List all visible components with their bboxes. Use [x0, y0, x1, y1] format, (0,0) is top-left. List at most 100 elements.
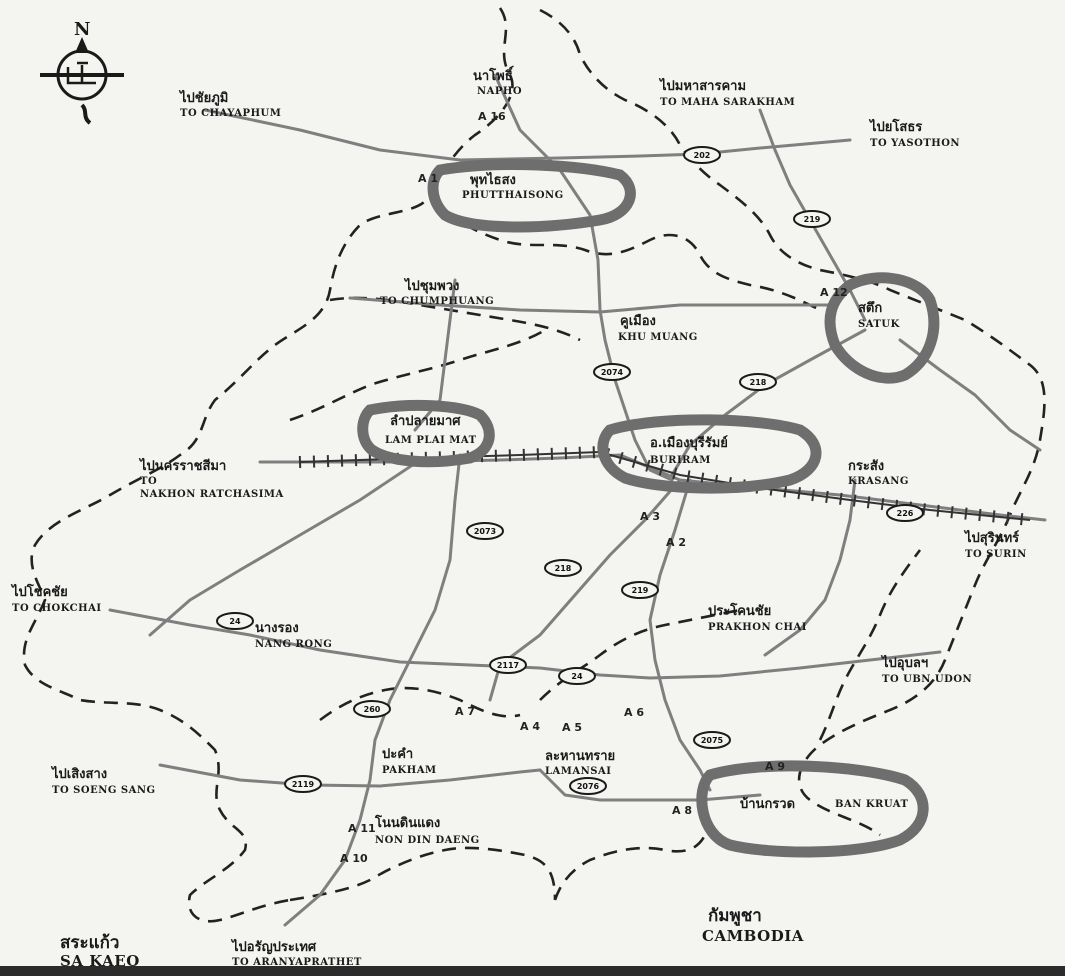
label-cambodia-th: กัมพูชา: [708, 906, 762, 927]
railway-tie: [880, 497, 885, 511]
place-labels: ไปชัยภูมิ TO CHAYAPHUM นาโพธิ์ NAPHO ไปม…: [10, 65, 1026, 970]
label-maha-sarakham-th: ไปมหาสารคาม: [658, 77, 746, 94]
railway-tie: [1020, 513, 1024, 526]
label-nang-rong-en: NANG RONG: [255, 639, 332, 650]
label-nang-rong-th: นางรอง: [255, 621, 299, 636]
route-shield: 226: [886, 504, 924, 522]
route-shield: 2117: [489, 656, 527, 674]
label-cambodia-en: CAMBODIA: [702, 927, 804, 945]
route-shield-label: 218: [750, 378, 767, 387]
label-nakhon-ratchasima-en: TO: [140, 476, 157, 487]
site-marker: A 2: [666, 536, 686, 549]
site-marker: A 11: [348, 822, 376, 835]
route-shield-label: 2073: [474, 527, 496, 536]
road-24: [108, 608, 942, 680]
road-chumphuang-satuk: [348, 296, 832, 314]
label-naphu-th: นาโพธิ์: [473, 65, 514, 84]
route-shield-label: 2075: [701, 736, 724, 745]
route-shield-label: 2117: [497, 661, 519, 670]
label-khu-muang-en: KHU MUANG: [618, 332, 698, 343]
site-marker: A 12: [820, 286, 848, 299]
label-pakham-th: ปะคำ: [382, 746, 413, 762]
highlight-satuk: [824, 272, 940, 384]
label-krasang-en: KRASANG: [848, 476, 909, 487]
route-shield: 260: [353, 700, 391, 718]
label-naphu-en: NAPHO: [477, 86, 522, 97]
label-ubon-th: ไปอุบลฯ: [880, 654, 928, 671]
road-2076: [538, 768, 762, 802]
label-lam-plai-mat-en: LAM PLAI MAT: [385, 435, 477, 446]
label-chumphuang-th: ไปชุมพวง: [403, 277, 459, 294]
district-boundary: [428, 194, 821, 312]
label-satuk-th: สตึก: [858, 300, 882, 316]
site-marker: A 9: [765, 760, 785, 773]
route-shield: 2075: [693, 731, 731, 749]
label-lam-plai-mat-th: ลำปลายมาศ: [390, 413, 461, 429]
compass-north-label: N: [74, 19, 90, 40]
road-219-south: [648, 478, 712, 792]
railway-tie: [950, 506, 954, 519]
road-prakhon-east: [763, 478, 857, 657]
highlight-buriram: [597, 414, 822, 494]
label-chaiyaphum-th: ไปชัยภูมิ: [178, 89, 228, 106]
railway-tie: [783, 485, 788, 498]
label-soeng-sang-en: TO SOENG SANG: [52, 785, 156, 796]
highlight-phutthaisong: [427, 159, 636, 233]
route-shield: 2073: [466, 522, 504, 540]
route-shield-label: 2119: [292, 780, 315, 789]
label-nakhon-ratchasima-en2: NAKHON RATCHASIMA: [140, 489, 284, 500]
railway-tie: [658, 463, 664, 476]
route-shield: 2074: [593, 363, 631, 381]
railway-tie: [852, 494, 857, 507]
label-chumphuang-en: TO CHUMPHUANG: [380, 296, 494, 307]
railway-tie: [936, 504, 940, 517]
route-shield-label: 24: [571, 672, 583, 681]
label-chaiyaphum-en: TO CHAYAPHUM: [180, 108, 281, 119]
label-non-din-daeng-th: โนนดินแดง: [374, 814, 440, 831]
route-shield: 219: [621, 581, 659, 599]
label-lamansai-th: ละหานทราย: [545, 749, 615, 764]
site-marker: A 3: [640, 510, 660, 523]
route-shield: 24: [216, 612, 254, 630]
railway-tie: [978, 508, 982, 522]
label-sa-kaeo-th: สระแก้ว: [60, 933, 119, 953]
label-aranyaprathet-th: ไปอรัญประเทศ: [230, 938, 317, 955]
label-non-din-daeng-en: NON DIN DAENG: [375, 835, 480, 846]
railway-tie: [839, 492, 843, 505]
railway-tie: [992, 510, 996, 523]
route-shield-label: 226: [897, 509, 914, 518]
route-shield: 202: [683, 146, 721, 164]
route-shield-label: 2076: [577, 782, 600, 791]
label-chokchai-en: TO CHOKCHAI: [12, 603, 102, 614]
highlight-ban-kruat: [696, 760, 929, 858]
label-satuk-en: SATUK: [858, 319, 900, 330]
highlight-lam-plai-mat: [357, 399, 495, 468]
label-ban-kruat-en: BAN KRUAT: [835, 799, 908, 810]
route-shield-label: 202: [694, 151, 711, 160]
site-marker: A 1: [418, 172, 438, 185]
railway-tie: [811, 488, 815, 502]
route-shield-label: 2074: [601, 368, 624, 377]
label-aranyaprathet-en: TO ARANYAPRATHET: [232, 957, 362, 968]
road-soeng-sang: [158, 763, 542, 788]
railway-tie: [1006, 511, 1010, 524]
railway-tie: [825, 490, 829, 504]
label-nakhon-ratchasima-th: ไปนครราชสีมา: [138, 457, 226, 474]
label-yasothon-en: TO YASOTHON: [870, 138, 960, 149]
railway-tie: [686, 470, 691, 483]
route-shield: 2119: [284, 775, 322, 793]
label-soeng-sang-th: ไปเสิงสาง: [50, 765, 107, 782]
province-border: [22, 7, 514, 923]
site-marker: A 7: [455, 705, 475, 718]
label-ubon-en: TO UBN UDON: [882, 674, 972, 685]
railway-tie: [618, 451, 624, 465]
compass-icon: N: [40, 19, 124, 125]
label-ban-kruat-th: บ้านกรวด: [740, 796, 795, 812]
route-shield-label: 218: [555, 564, 572, 573]
route-shield-label: 219: [804, 215, 821, 224]
label-surin-th: ไปสุรินทร์: [963, 529, 1019, 546]
road-chaiyaphum-yasothon: [203, 108, 852, 162]
label-krasang-th: กระสัง: [848, 459, 884, 474]
route-shield: 218: [739, 373, 777, 391]
